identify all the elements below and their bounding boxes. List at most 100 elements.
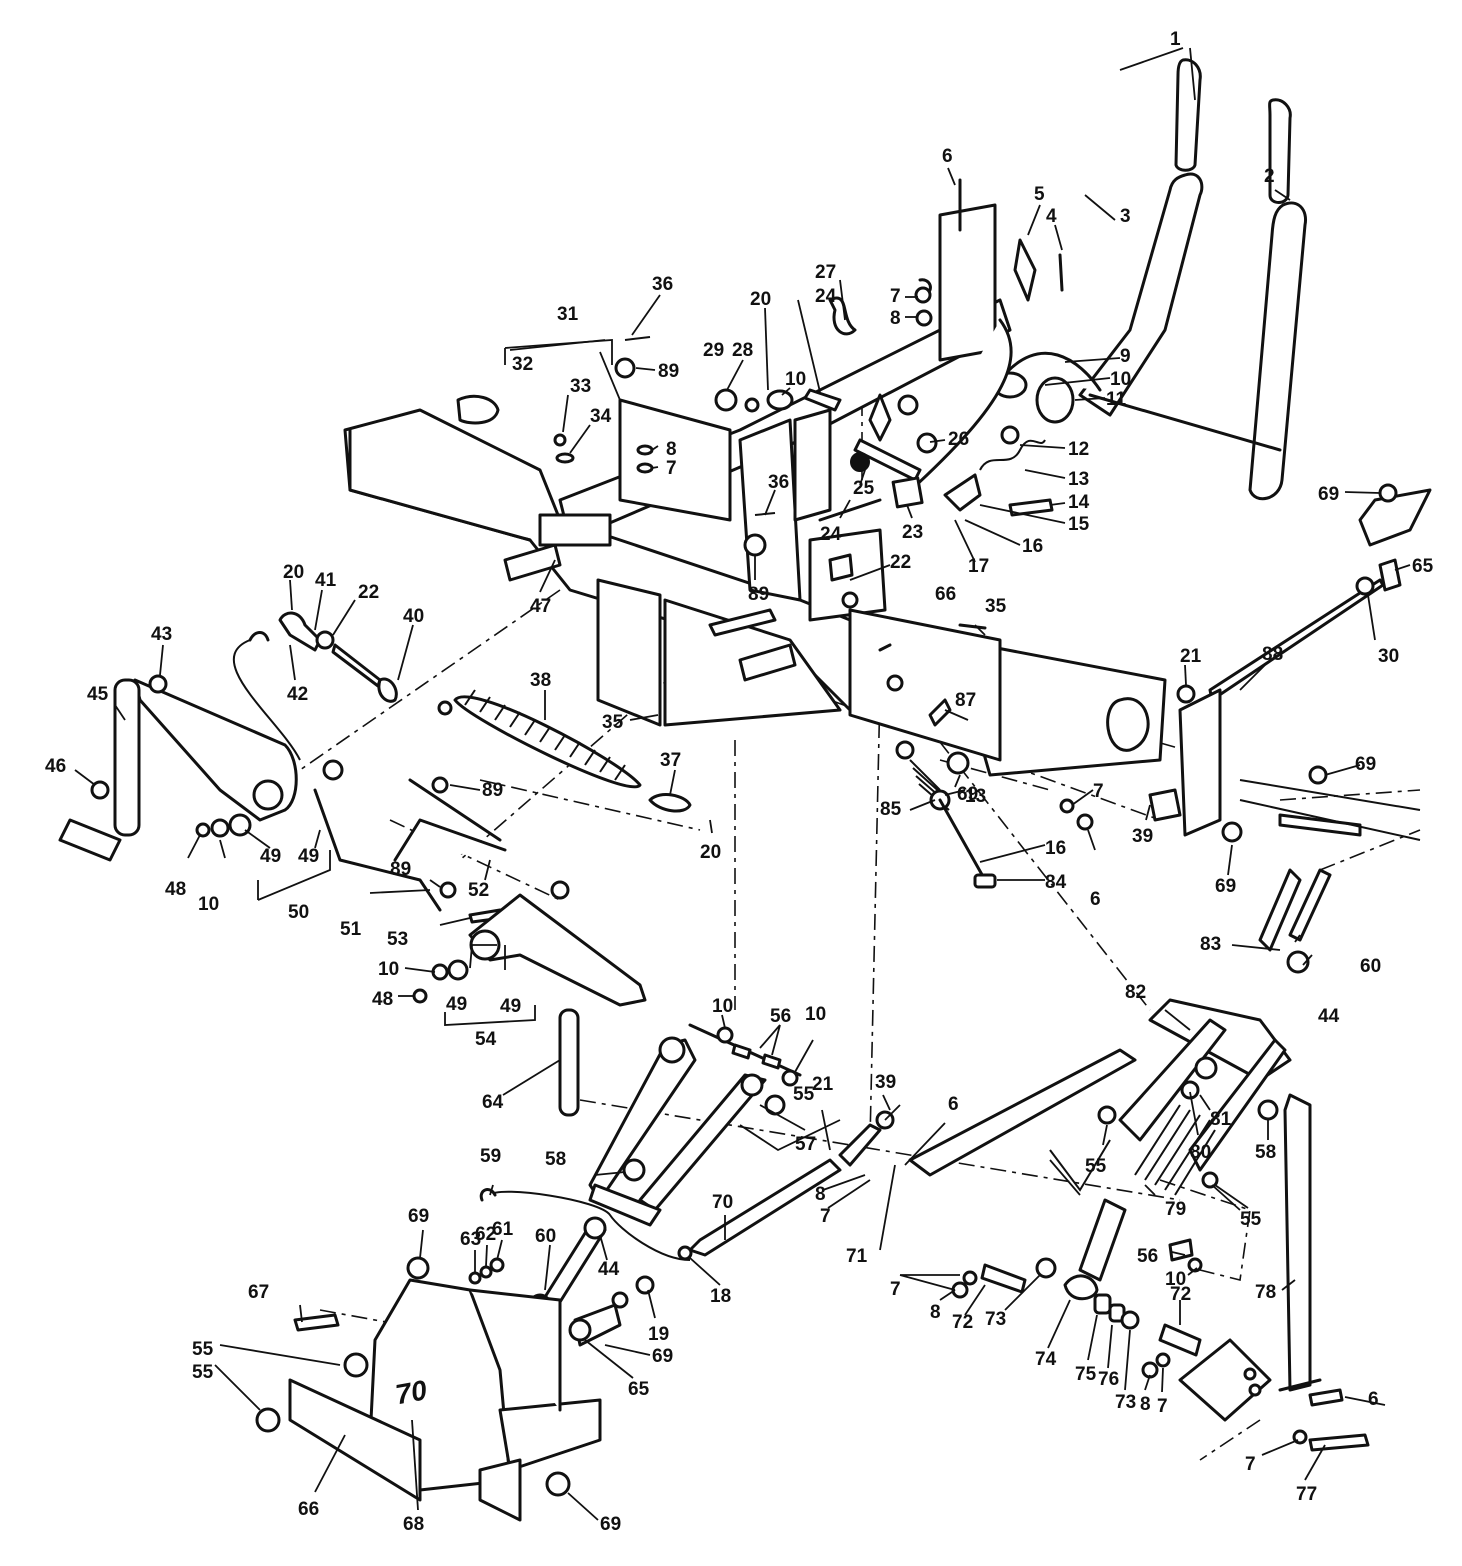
callout-65: 65 xyxy=(1412,556,1434,577)
group-brackets xyxy=(257,339,1081,1196)
callout-69: 69 xyxy=(1215,876,1236,897)
callout-48: 48 xyxy=(372,989,393,1010)
callout-10: 10 xyxy=(198,894,219,915)
callout-8: 8 xyxy=(1140,1394,1151,1415)
callout-24: 24 xyxy=(815,286,837,307)
assembly-guide-lines xyxy=(299,250,1421,1461)
callout-77: 77 xyxy=(1296,1484,1317,1505)
callout-62: 62 xyxy=(475,1224,496,1245)
callout-69: 69 xyxy=(600,1514,621,1535)
callout-16: 16 xyxy=(1022,536,1043,557)
extension-spring xyxy=(437,689,692,813)
right-upper-hardware xyxy=(1148,483,1432,974)
callout-60: 60 xyxy=(1360,956,1381,977)
callout-6: 6 xyxy=(1368,1389,1379,1410)
callout-89: 89 xyxy=(482,780,503,801)
callout-85: 85 xyxy=(880,799,902,820)
callout-56: 56 xyxy=(1137,1246,1158,1267)
callout-45: 45 xyxy=(87,684,109,705)
callout-19: 19 xyxy=(648,1324,669,1345)
callout-38: 38 xyxy=(530,670,551,691)
callout-66: 66 xyxy=(935,584,956,605)
callout-83: 83 xyxy=(1200,934,1221,955)
callout-22: 22 xyxy=(890,552,911,573)
callout-13: 13 xyxy=(965,786,986,807)
callout-8: 8 xyxy=(666,439,677,460)
callout-88: 88 xyxy=(1262,644,1283,665)
callout-43: 43 xyxy=(151,624,172,645)
callout-73: 73 xyxy=(985,1309,1006,1330)
callout-29: 29 xyxy=(703,340,724,361)
callout-14: 14 xyxy=(1068,492,1090,513)
callout-36: 36 xyxy=(768,472,789,493)
callout-87: 87 xyxy=(955,690,976,711)
callout-55: 55 xyxy=(793,1084,815,1105)
callout-8: 8 xyxy=(930,1302,941,1323)
callout-74: 74 xyxy=(1035,1349,1057,1370)
callout-56: 56 xyxy=(770,1006,791,1027)
callout-75: 75 xyxy=(1075,1364,1097,1385)
callout-21: 21 xyxy=(1180,646,1202,667)
right-spring-bolt xyxy=(886,623,1094,889)
callout-27: 27 xyxy=(815,262,836,283)
callout-28: 28 xyxy=(732,340,753,361)
callout-40: 40 xyxy=(403,606,424,627)
callout-10: 10 xyxy=(785,369,806,390)
callout-49: 49 xyxy=(260,846,281,867)
callout-4: 4 xyxy=(1046,206,1057,227)
callout-7: 7 xyxy=(1245,1454,1256,1475)
callout-67: 67 xyxy=(248,1282,269,1303)
callout-3: 3 xyxy=(1120,206,1131,227)
callout-36: 36 xyxy=(652,274,673,295)
callout-35: 35 xyxy=(985,596,1007,617)
callout-59: 59 xyxy=(480,1146,501,1167)
callout-39: 39 xyxy=(875,1072,896,1093)
callout-8: 8 xyxy=(815,1184,826,1205)
callout-16: 16 xyxy=(1045,838,1066,859)
callout-89: 89 xyxy=(748,584,769,605)
callout-58: 58 xyxy=(545,1149,566,1170)
callout-78: 78 xyxy=(1255,1282,1276,1303)
callout-2: 2 xyxy=(1264,166,1275,187)
callout-15: 15 xyxy=(1068,514,1090,535)
callout-69: 69 xyxy=(957,784,978,805)
callout-57: 57 xyxy=(795,1134,816,1155)
callout-60: 60 xyxy=(535,1226,556,1247)
callout-7: 7 xyxy=(890,1279,901,1300)
callout-11: 11 xyxy=(1106,389,1127,410)
callout-13: 13 xyxy=(1068,469,1089,490)
callout-10: 10 xyxy=(1165,1269,1186,1290)
callout-89: 89 xyxy=(658,361,679,382)
callout-72: 72 xyxy=(952,1312,973,1333)
callout-51: 51 xyxy=(340,919,362,940)
callout-7: 7 xyxy=(666,458,677,479)
callout-26: 26 xyxy=(948,429,969,450)
callout-61: 61 xyxy=(492,1219,514,1240)
callout-49: 49 xyxy=(446,994,467,1015)
callout-20: 20 xyxy=(750,289,771,310)
callout-32: 32 xyxy=(512,354,533,375)
callout-37: 37 xyxy=(660,750,681,771)
callout-79: 79 xyxy=(1165,1199,1186,1220)
callout-33: 33 xyxy=(570,376,591,397)
callout-89: 89 xyxy=(390,859,411,880)
callout-18: 18 xyxy=(710,1286,731,1307)
callout-50: 50 xyxy=(288,902,309,923)
callout-42: 42 xyxy=(287,684,308,705)
callout-5: 5 xyxy=(1034,184,1045,205)
callout-9: 9 xyxy=(1120,346,1131,367)
callout-35: 35 xyxy=(602,712,624,733)
callout-52: 52 xyxy=(468,880,489,901)
callout-68: 68 xyxy=(403,1514,424,1535)
callout-22: 22 xyxy=(358,582,379,603)
callout-63: 63 xyxy=(460,1229,481,1250)
top-hardware xyxy=(456,278,1054,652)
callout-12: 12 xyxy=(1068,439,1089,460)
callout-20: 20 xyxy=(700,842,721,863)
callout-84: 84 xyxy=(1045,872,1067,893)
callout-7: 7 xyxy=(1157,1396,1168,1417)
callout-23: 23 xyxy=(902,522,923,543)
callout-44: 44 xyxy=(1318,1006,1340,1027)
callout-49: 49 xyxy=(500,996,521,1017)
